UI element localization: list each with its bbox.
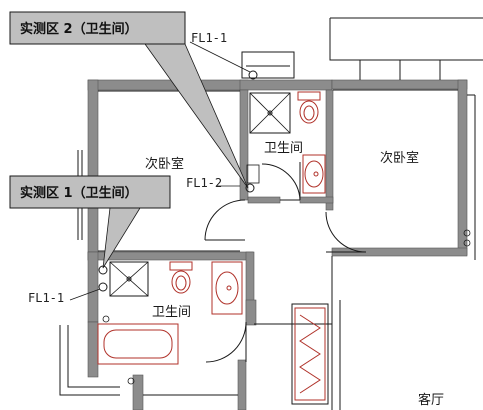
upper-bathroom-fixtures <box>245 70 326 194</box>
shower-tray-upper <box>249 92 291 134</box>
wardrobe-frame <box>291 303 329 405</box>
floor-drain-fl1-2 <box>245 183 255 193</box>
callout-2: 实测区 2（卫生间） <box>9 11 249 189</box>
fl1-1-bottom-label: FL1-1 <box>28 291 64 305</box>
room-label-secondary-bedroom-right: 次卧室 <box>380 150 419 166</box>
thin-lines <box>59 17 483 410</box>
fl1-1-top-label: FL1-1 <box>191 31 227 45</box>
washbasin-lower <box>211 261 243 315</box>
walls <box>87 79 468 410</box>
fl1-2-label: FL1-2 <box>186 176 222 190</box>
shower-tray-lower <box>109 261 149 297</box>
right-side-marks <box>463 229 471 247</box>
floor-drain-fl1-1-top <box>248 70 258 80</box>
doors <box>204 162 367 363</box>
fl-leaders <box>69 41 251 301</box>
wardrobe <box>294 307 326 401</box>
room-label-secondary-bedroom-left: 次卧室 <box>145 156 184 172</box>
room-label-bathroom-lower: 卫生间 <box>152 305 191 320</box>
washbasin-upper <box>302 154 326 194</box>
callout-2-box <box>9 11 186 45</box>
callout-1-box <box>9 175 171 209</box>
floor-drain-fl1-1-bottom <box>98 282 108 292</box>
room-label-living-room: 客厅 <box>418 392 444 408</box>
toilet-lower <box>169 261 193 294</box>
toilet-upper <box>297 91 321 124</box>
callout-1: 实测区 1（卫生间） <box>9 175 171 269</box>
bathtub-lower <box>97 323 179 365</box>
lower-bathroom-fixtures <box>97 261 243 385</box>
callout-1-label: 实测区 1（卫生间） <box>20 185 138 201</box>
callout-2-label: 实测区 2（卫生间） <box>20 21 138 37</box>
room-label-bathroom-upper: 卫生间 <box>264 141 303 156</box>
